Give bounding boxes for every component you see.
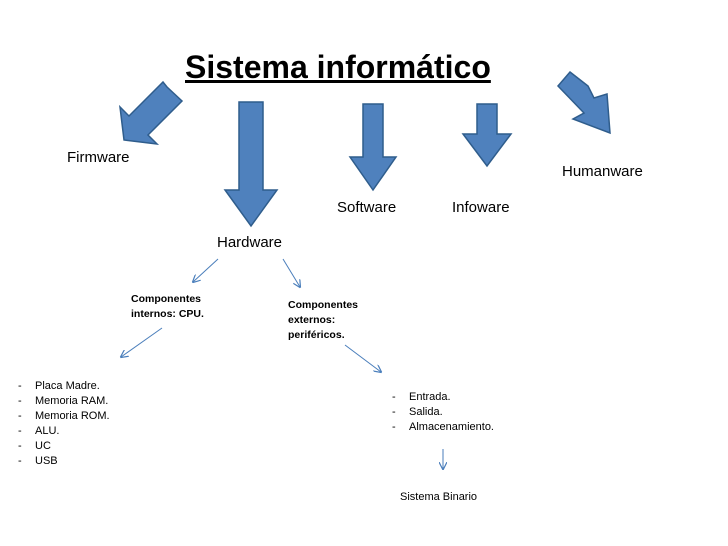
thin-arrow-external-list — [344, 344, 381, 372]
list-item: ALU. — [18, 424, 110, 439]
list-item: Almacenamiento. — [392, 420, 494, 435]
thin-arrow-internal-list — [121, 327, 163, 357]
list-item: Salida. — [392, 405, 494, 420]
list-item: Memoria ROM. — [18, 409, 110, 424]
label-internal-components: Componentes internos: CPU. — [131, 293, 204, 320]
label-humanware: Humanware — [562, 163, 643, 180]
list-item: UC — [18, 439, 110, 454]
list-item: Entrada. — [392, 390, 494, 405]
list-item: USB — [18, 454, 110, 469]
block-arrow-infoware — [461, 103, 513, 168]
thin-arrow-external — [282, 258, 300, 287]
label-software: Software — [337, 199, 397, 216]
block-arrow-software — [348, 103, 398, 192]
list-item: Memoria RAM. — [18, 394, 110, 409]
label-external-components: Componentes externos: periféricos. — [288, 299, 359, 341]
label-binary-system: Sistema Binario — [400, 491, 478, 503]
list-item: Placa Madre. — [18, 379, 110, 394]
label-infoware: Infoware — [452, 199, 510, 216]
thin-arrow-internal — [193, 258, 219, 282]
label-firmware: Firmware — [67, 149, 130, 166]
internal-components-list: Placa Madre. Memoria RAM. Memoria ROM. A… — [18, 379, 110, 469]
block-arrow-firmware — [118, 80, 184, 146]
block-arrow-humanware — [556, 70, 611, 135]
external-components-list: Entrada. Salida. Almacenamiento. — [392, 390, 494, 435]
diagram-title: Sistema informático — [185, 49, 491, 85]
block-arrow-hardware — [223, 101, 279, 228]
label-hardware: Hardware — [217, 234, 283, 251]
